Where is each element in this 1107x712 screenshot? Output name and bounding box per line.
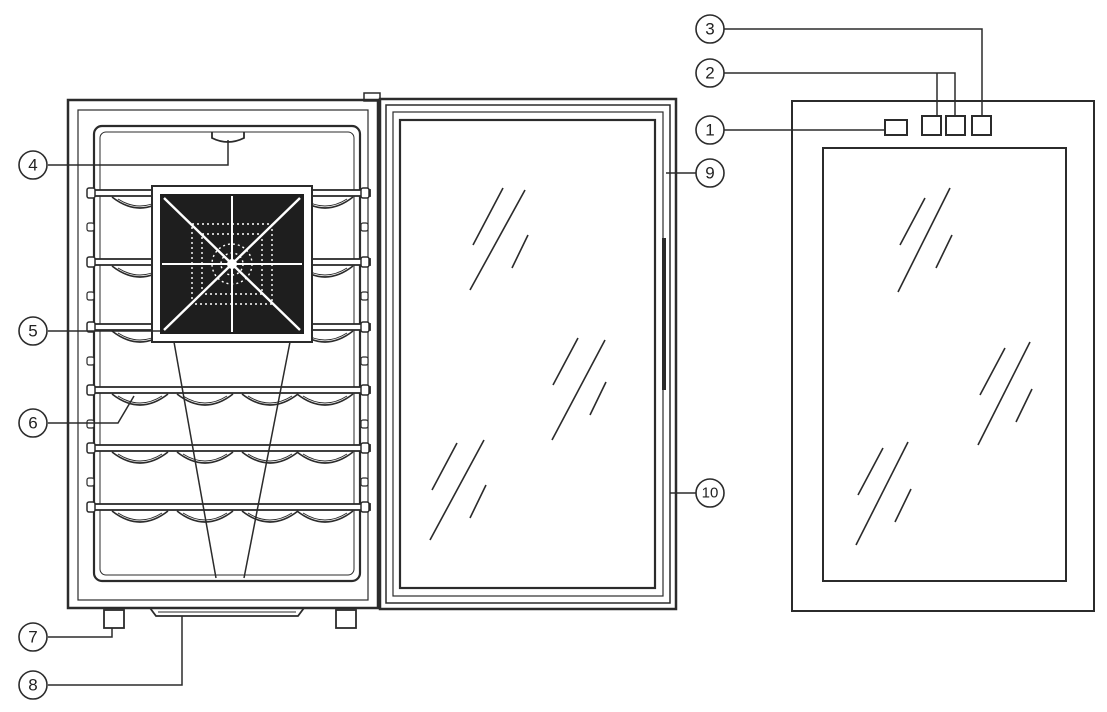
callout-5-label: 5 [28, 322, 37, 341]
display-window [884, 119, 908, 136]
bottle-end [241, 393, 299, 406]
bottle-end [111, 393, 169, 406]
callout-7-label: 7 [28, 628, 37, 647]
bottle-end [111, 510, 169, 523]
callout-9-label: 9 [705, 164, 714, 183]
bottle-end [296, 451, 354, 464]
callout-6-circle [18, 408, 48, 438]
leader-lines [48, 28, 983, 686]
front-body [791, 100, 1095, 612]
control-button-1 [921, 115, 942, 136]
bottle-end [241, 451, 299, 464]
cabinet-inner-frame [77, 109, 369, 601]
bottle-end [176, 510, 234, 523]
bottle-end [111, 451, 169, 464]
control-button-3 [971, 115, 992, 136]
fan-hub [227, 259, 237, 269]
wine-shelf [86, 442, 371, 487]
bottle-end [241, 510, 299, 523]
fan-unit [151, 185, 313, 579]
front-glass-reflection [855, 187, 1033, 546]
bottle-end [296, 393, 354, 406]
callout-2-label: 2 [705, 64, 714, 83]
wine-shelf [86, 384, 371, 429]
bottle-end [176, 393, 234, 406]
callout-8-label: 8 [28, 676, 37, 695]
glass-reflection [429, 187, 607, 541]
front-glass [822, 147, 1067, 582]
callout-layer [18, 14, 725, 700]
bottom-grille [149, 607, 305, 617]
callout-7-circle [18, 622, 48, 652]
foot-left [103, 609, 125, 629]
front-view [791, 100, 1095, 612]
top-hinge [363, 92, 381, 102]
callout-9-circle [695, 158, 725, 188]
door-glass [398, 118, 657, 590]
callout-8-circle [18, 670, 48, 700]
callout-2-circle [695, 58, 725, 88]
callout-4-label: 4 [28, 156, 37, 175]
callout-4-circle [18, 150, 48, 180]
callout-3-label: 3 [705, 20, 714, 39]
cabinet-interior [92, 124, 362, 583]
glass-door [378, 97, 678, 611]
callout-5-circle [18, 316, 48, 346]
cabinet-open-view [66, 92, 381, 629]
wine-shelf [86, 501, 371, 513]
foot-right [335, 609, 357, 629]
bottle-end [296, 510, 354, 523]
callout-10-circle [695, 478, 725, 508]
bottle-end [176, 451, 234, 464]
cabinet-outer [66, 98, 380, 610]
callout-1-circle [695, 115, 725, 145]
callout-3-circle [695, 14, 725, 44]
callout-labels: 4 5 6 7 8 9 10 1 2 3 [28, 20, 718, 695]
control-button-2 [945, 115, 966, 136]
door-frame [378, 97, 678, 611]
callout-1-label: 1 [705, 121, 714, 140]
cabinet-interior-inset [99, 131, 355, 576]
callout-6-label: 6 [28, 414, 37, 433]
callout-10-label: 10 [702, 485, 719, 502]
